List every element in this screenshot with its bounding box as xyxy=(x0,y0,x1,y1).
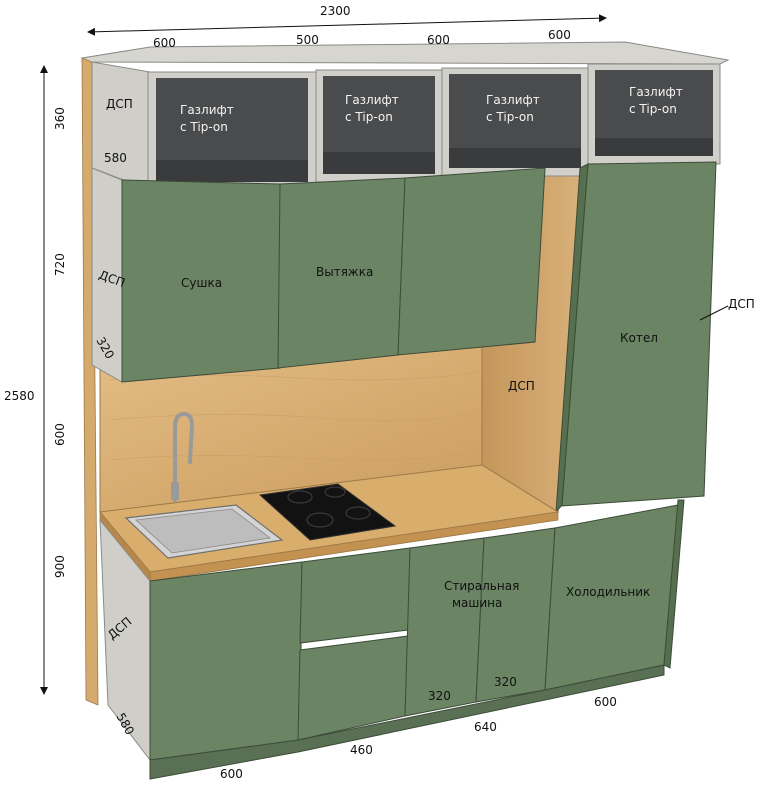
base-door-1 xyxy=(149,561,303,761)
dim-bottom-width-1: 600 xyxy=(220,767,243,781)
hob xyxy=(258,483,397,541)
base-drawer-top xyxy=(299,547,411,644)
sink-bowl xyxy=(135,508,271,554)
label-gaslift-3-line1: Газлифт xyxy=(486,93,540,107)
dim-washer-half-1: 320 xyxy=(428,689,451,703)
label-gaslift-1-line2: с Tip-on xyxy=(180,120,228,134)
label-gaslift-2-line2: с Tip-on xyxy=(345,110,393,124)
label-washer-line1: Стиральная xyxy=(444,579,519,593)
label-washer-line2: машина xyxy=(452,596,502,610)
dim-height-total: 2580 xyxy=(4,389,35,403)
dim-bottom-width-3: 640 xyxy=(474,720,497,734)
upper-door-3 xyxy=(397,167,546,356)
label-gaslift-1-line1: Газлифт xyxy=(180,103,234,117)
dim-height-4: 900 xyxy=(53,555,67,578)
label-gaslift-4-line2: с Tip-on xyxy=(629,102,677,116)
dim-top-width-3: 600 xyxy=(427,33,450,47)
left-wood-edge xyxy=(81,57,99,706)
plinth xyxy=(149,664,665,780)
label-gaslift-4-line1: Газлифт xyxy=(629,85,683,99)
label-dsp-niche: ДСП xyxy=(508,379,535,393)
hob-burners xyxy=(287,486,371,528)
dim-line-total-width xyxy=(87,14,607,36)
label-gaslift-3-line2: с Tip-on xyxy=(486,110,534,124)
label-hood: Вытяжка xyxy=(316,265,373,279)
dim-bottom-width-2: 460 xyxy=(350,743,373,757)
label-fridge: Холодильник xyxy=(566,585,650,599)
label-dsp-right: ДСП xyxy=(728,297,755,311)
dsp-right-leader xyxy=(699,305,729,321)
dim-top-width-1: 600 xyxy=(153,36,176,50)
faucet xyxy=(171,411,195,502)
boiler-door xyxy=(561,161,717,507)
fridge-side xyxy=(663,499,685,669)
dim-height-2: 720 xyxy=(53,253,67,276)
dim-depth-top-shelf: 580 xyxy=(104,151,127,165)
dim-bottom-width-4: 600 xyxy=(594,695,617,709)
dim-total-width: 2300 xyxy=(320,4,351,18)
dim-height-3: 600 xyxy=(53,423,67,446)
label-dryer: Сушка xyxy=(181,276,222,290)
top-left-side-panel xyxy=(91,61,151,191)
dim-top-width-4: 600 xyxy=(548,28,571,42)
dim-top-width-2: 500 xyxy=(296,33,319,47)
dim-height-1: 360 xyxy=(53,107,67,130)
top-cap xyxy=(80,41,730,65)
label-gaslift-2-line1: Газлифт xyxy=(345,93,399,107)
label-dsp-top: ДСП xyxy=(106,97,133,111)
dim-washer-half-2: 320 xyxy=(494,675,517,689)
label-boiler: Котел xyxy=(620,331,658,345)
